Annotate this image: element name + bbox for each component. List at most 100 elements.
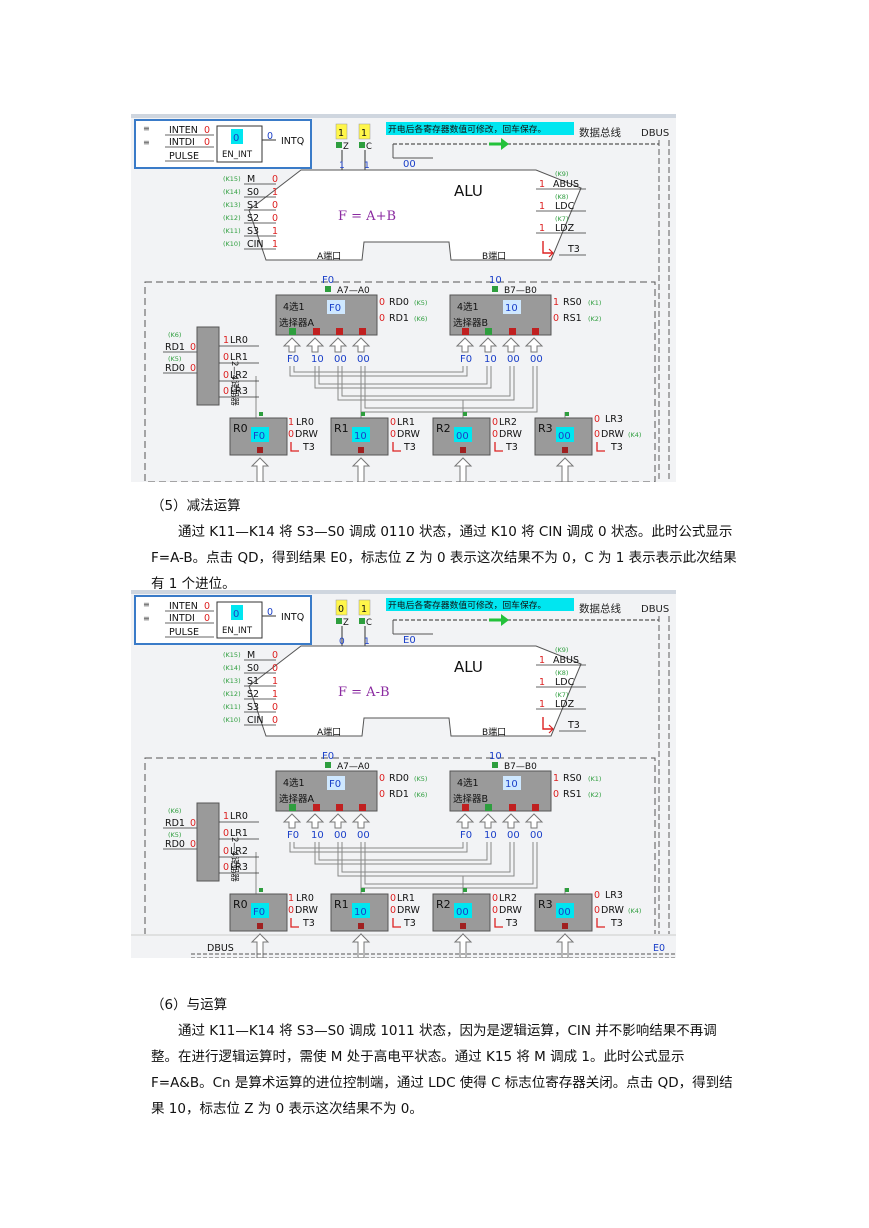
intq-value: 0 bbox=[267, 607, 273, 618]
register-wiring bbox=[255, 366, 566, 423]
shot1-mark-242: 0 bbox=[594, 414, 600, 425]
shot1-mark-215 bbox=[358, 447, 364, 453]
shot1-mark-133 bbox=[485, 328, 492, 335]
interrupt-panel: ≡ ≡ INTEN 0 INTDI 0 PULSE 0 EN_INT 0 INT… bbox=[134, 119, 312, 169]
rd1-label: RD1 bbox=[389, 313, 409, 324]
shot1-mark-219: DRW bbox=[397, 429, 421, 440]
ldz-label: LDZ bbox=[555, 699, 575, 710]
shot2-mark-149: F0 10 00 00 F0 10 00 00 bbox=[287, 830, 543, 841]
shot2-mark-218: 0 bbox=[390, 905, 396, 916]
shot2-mark-238: R3 bbox=[538, 898, 553, 911]
pulse-label[interactable]: PULSE bbox=[169, 151, 199, 162]
alu-formula: F = A-B bbox=[338, 685, 390, 700]
port-a-label: A端口 bbox=[317, 250, 341, 262]
shot2-mark-30 bbox=[359, 618, 365, 624]
a-range-label: A7—A0 bbox=[337, 286, 370, 296]
shot2-mark-212: R1 bbox=[334, 898, 349, 911]
decoder-rd0-label: RD0 bbox=[165, 363, 185, 374]
cin-value[interactable]: 0 bbox=[272, 715, 278, 726]
shot1-mark-178: 0 bbox=[190, 363, 196, 374]
inten-value[interactable]: 0 bbox=[204, 601, 210, 612]
port-b-label: B端口 bbox=[482, 250, 506, 262]
intdi-label: INTDI bbox=[169, 137, 195, 148]
shot2-mark-84: (K7) bbox=[555, 691, 568, 699]
shot1-mark-116 bbox=[289, 328, 296, 335]
intdi-value[interactable]: 0 bbox=[204, 137, 210, 148]
shot1-mark-55: (K13) bbox=[223, 201, 241, 209]
shot2-mark-178: 0 bbox=[190, 839, 196, 850]
shot2-mark-234 bbox=[494, 918, 503, 928]
shot1-mark-136: (K1) bbox=[588, 299, 601, 307]
abus-value[interactable]: 1 bbox=[539, 655, 545, 666]
shot2-mark-187: 0 bbox=[223, 846, 229, 857]
abus-value[interactable]: 1 bbox=[539, 179, 545, 190]
rs1-value[interactable]: 0 bbox=[553, 313, 559, 324]
rd0-value[interactable]: 0 bbox=[379, 297, 385, 308]
s1-value[interactable]: 1 bbox=[272, 676, 278, 687]
shot2-mark-129 bbox=[462, 804, 539, 811]
mux-b-in-3: 00 bbox=[530, 830, 543, 841]
shot2-mark-136: (K1) bbox=[588, 775, 601, 783]
rs0-value[interactable]: 1 bbox=[553, 773, 559, 784]
shot1-mark-180 bbox=[196, 326, 220, 406]
m-value[interactable]: 0 bbox=[272, 650, 278, 661]
rs1-value[interactable]: 0 bbox=[553, 789, 559, 800]
shot2-mark-147 bbox=[501, 813, 521, 829]
shot1-mark-26 bbox=[358, 123, 371, 140]
shot1-mark-159 bbox=[289, 366, 468, 377]
rd1-value[interactable]: 0 bbox=[379, 789, 385, 800]
rd0-label: RD0 bbox=[389, 773, 409, 784]
shot2-mark-213 bbox=[352, 903, 370, 918]
m-value[interactable]: 0 bbox=[272, 174, 278, 185]
ldc-value[interactable]: 1 bbox=[539, 201, 545, 212]
register-area bbox=[144, 757, 656, 958]
intdi-value[interactable]: 0 bbox=[204, 613, 210, 624]
shot2-mark-203: 1 bbox=[288, 893, 294, 904]
rs0-value[interactable]: 1 bbox=[553, 297, 559, 308]
s0-label: S0 bbox=[247, 663, 259, 674]
t3-label: T3 bbox=[567, 244, 580, 255]
s0-value[interactable]: 1 bbox=[272, 187, 278, 198]
notice-text: 开电后各寄存器数值可修改，回车保存。 bbox=[388, 599, 546, 611]
shot1-mark-239 bbox=[556, 427, 574, 442]
shot2-mark-166 bbox=[364, 842, 534, 885]
ldz-value[interactable]: 1 bbox=[539, 699, 545, 710]
alu-title: ALU bbox=[454, 182, 483, 200]
r3-value: 00 bbox=[558, 907, 571, 918]
s2-value[interactable]: 0 bbox=[272, 213, 278, 224]
shot2-mark-184: LR0 bbox=[230, 811, 248, 822]
s0-value[interactable]: 0 bbox=[272, 663, 278, 674]
s2-value[interactable]: 1 bbox=[272, 689, 278, 700]
ldc-value[interactable]: 1 bbox=[539, 677, 545, 688]
shot2-mark-160 bbox=[293, 842, 464, 849]
b-port-value: 10 bbox=[489, 751, 502, 762]
alu-body bbox=[248, 645, 582, 737]
inten-value[interactable]: 0 bbox=[204, 125, 210, 136]
s3-value[interactable]: 1 bbox=[272, 226, 278, 237]
shot2-mark-109 bbox=[327, 776, 345, 790]
cin-value[interactable]: 1 bbox=[272, 239, 278, 250]
c-flag-value: 1 bbox=[361, 604, 367, 615]
s1-value[interactable]: 0 bbox=[272, 200, 278, 211]
rd0-value[interactable]: 0 bbox=[379, 773, 385, 784]
shot1-mark-206: DRW bbox=[295, 429, 319, 440]
mux-a-in-1: 10 bbox=[311, 830, 324, 841]
pulse-label[interactable]: PULSE bbox=[169, 627, 199, 638]
shot2-mark-207: T3 bbox=[302, 918, 315, 929]
s3-label: S3 bbox=[247, 702, 259, 713]
shot1-mark-210 bbox=[361, 412, 365, 416]
shot1-mark-231: 0 bbox=[492, 429, 498, 440]
ldz-value[interactable]: 1 bbox=[539, 223, 545, 234]
s3-value[interactable]: 0 bbox=[272, 702, 278, 713]
shot1-mark-185: 0 bbox=[223, 352, 229, 363]
rs1-label: RS1 bbox=[563, 313, 582, 324]
ldz-label: LDZ bbox=[555, 223, 575, 234]
mux-a: 4选1 选择器A F0 bbox=[275, 294, 378, 336]
shot2-mark-258 bbox=[351, 933, 371, 958]
alu-body bbox=[248, 169, 582, 261]
shot1-mark-53: (K15) bbox=[223, 175, 241, 183]
shot2-mark-132 bbox=[532, 804, 539, 811]
shot2-mark-226 bbox=[454, 903, 472, 918]
rd1-value[interactable]: 0 bbox=[379, 313, 385, 324]
shot1-mark-132 bbox=[532, 328, 539, 335]
